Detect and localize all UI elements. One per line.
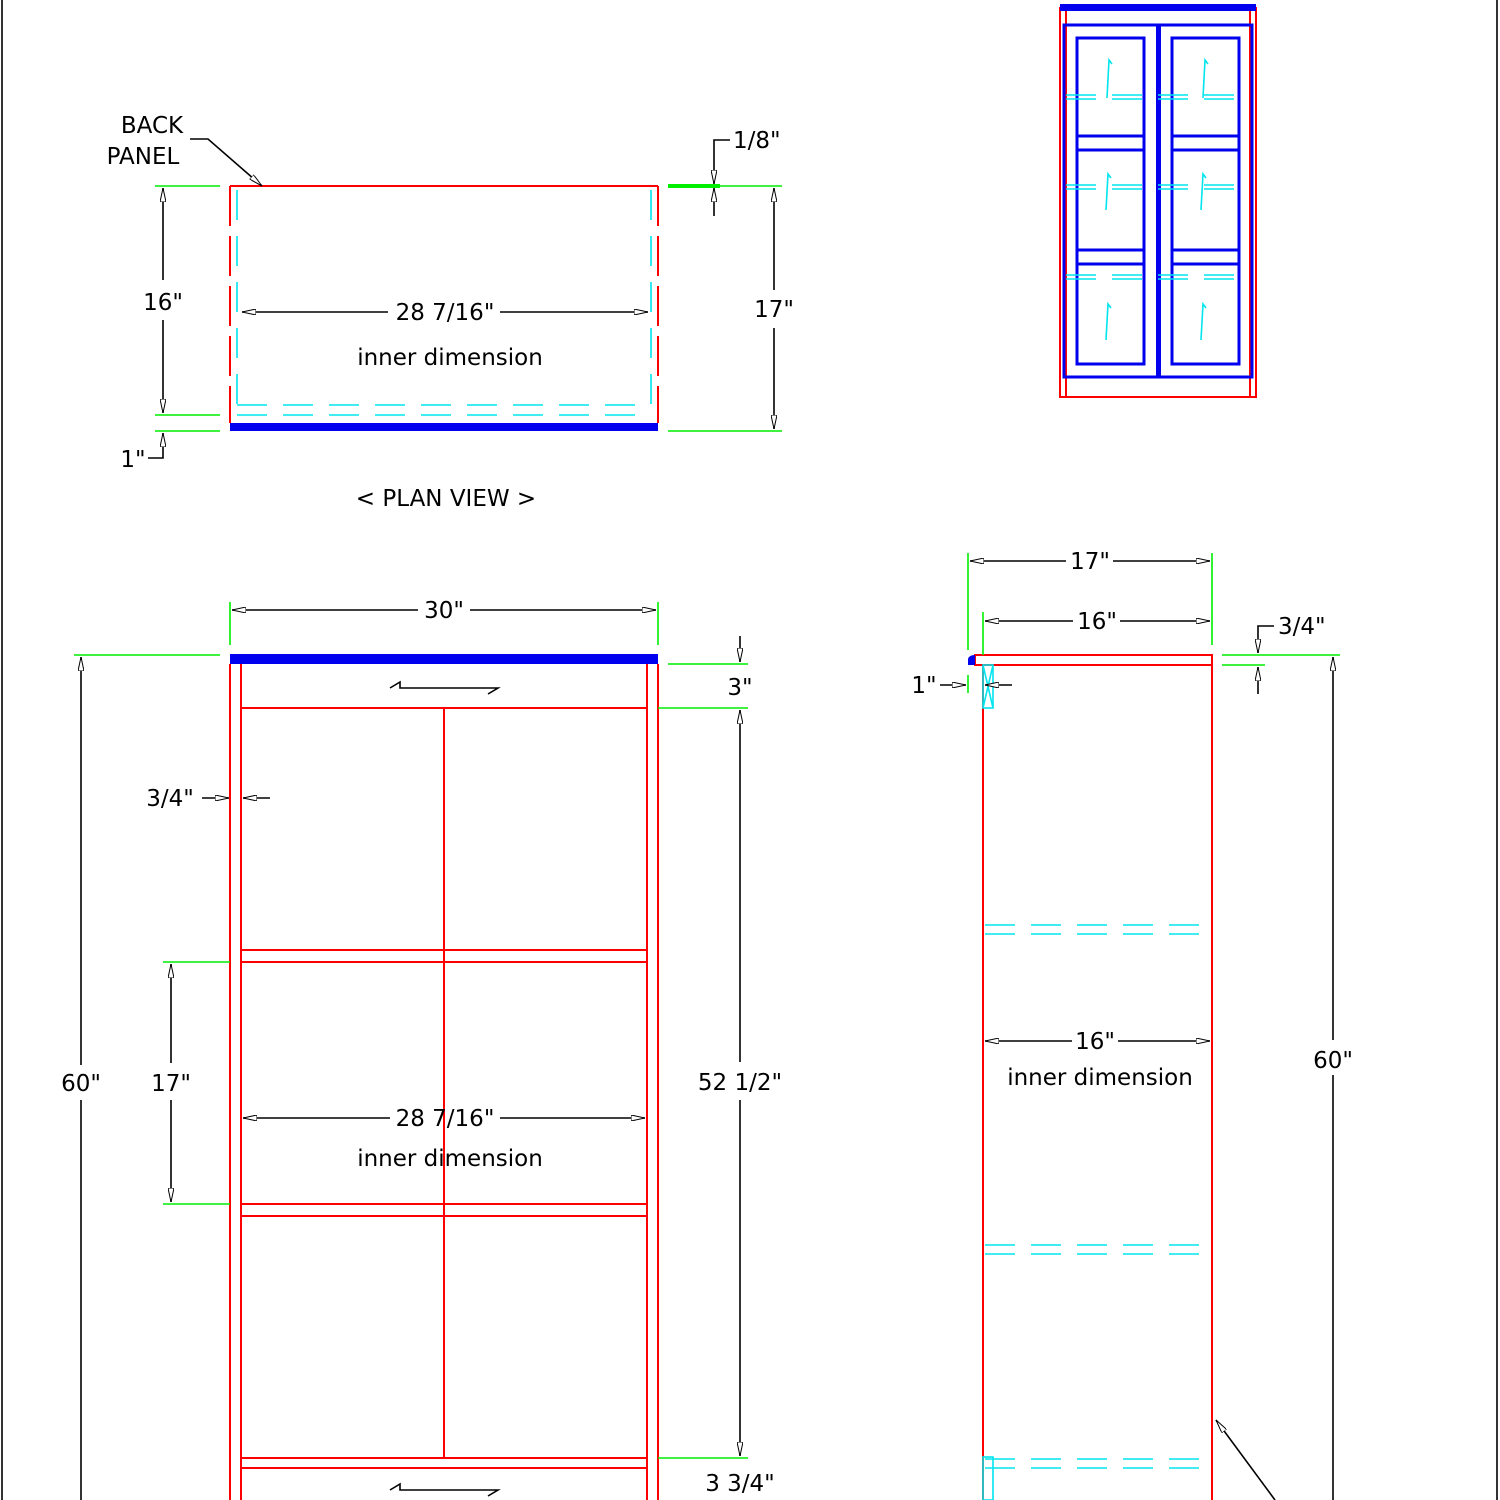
hidden-shelves xyxy=(1066,57,1250,341)
plan-view-title: < PLAN VIEW > xyxy=(356,486,536,512)
hinge-symbol-icon xyxy=(1202,57,1209,99)
dim-inner-width: 28 7/16" xyxy=(396,300,495,326)
dim-inner-depth: 16" xyxy=(1075,1029,1115,1055)
dim-face-frame: 1" xyxy=(911,673,936,699)
top-panel-side xyxy=(974,654,1213,666)
center-stile xyxy=(1156,25,1161,377)
hinge-symbol-icon xyxy=(1105,171,1112,211)
inner-dimension-label: inner dimension xyxy=(357,1146,543,1172)
dim-height: 60" xyxy=(61,1071,101,1097)
dim-top-rail: 3" xyxy=(727,675,752,701)
back-panel-leader xyxy=(1215,1419,1276,1500)
dim-total-depth: 17" xyxy=(1070,549,1110,575)
back-panel-label-line1: BACK xyxy=(121,113,184,139)
dim-arrow xyxy=(1258,625,1274,653)
dim-back-thickness: 1/8" xyxy=(733,128,781,154)
dim-inner-depth: 16" xyxy=(143,290,183,316)
dim-arrow xyxy=(148,433,163,459)
side-elevation: 17" 16" 3/4" 1" 60" 16" inner dimension xyxy=(911,549,1353,1500)
grain-direction-icon xyxy=(389,1482,501,1497)
shelf xyxy=(240,1457,648,1469)
top-panel xyxy=(1060,4,1256,11)
dim-top-thickness: 3/4" xyxy=(1278,614,1326,640)
face-frame-plan xyxy=(230,423,658,431)
plan-view: BACK PANEL 1/8" 16" 1" 17" 28 7/16" inne… xyxy=(107,113,794,512)
door-panel xyxy=(1075,148,1146,252)
door-panel xyxy=(1170,148,1241,252)
inner-dimension-label: inner dimension xyxy=(357,345,543,371)
grain-direction-icon xyxy=(389,680,501,695)
dim-case-depth: 16" xyxy=(1077,609,1117,635)
dim-face-frame: 1" xyxy=(120,447,145,473)
back-panel-leader xyxy=(190,138,263,187)
dim-side-thickness: 3/4" xyxy=(146,786,194,812)
hinge-symbol-icon xyxy=(1200,301,1207,341)
edge-banding xyxy=(968,655,975,665)
dim-inner-width: 28 7/16" xyxy=(396,1106,495,1132)
back-panel-label-line2: PANEL xyxy=(107,144,180,170)
shelf xyxy=(240,1203,648,1217)
hinge-symbol-icon xyxy=(1200,171,1207,211)
face-frame-section xyxy=(982,1456,994,1500)
dim-opening-height: 52 1/2" xyxy=(698,1070,782,1096)
dim-width: 30" xyxy=(424,598,464,624)
dim-height: 60" xyxy=(1313,1048,1353,1074)
shelf xyxy=(240,949,648,963)
top-panel-front xyxy=(230,654,658,664)
door-elevation xyxy=(1059,4,1257,398)
dim-bottom-rail: 3 3/4" xyxy=(705,1471,775,1497)
inner-dimension-label: inner dimension xyxy=(1007,1065,1193,1091)
door-panel xyxy=(1170,36,1241,138)
door-panel xyxy=(1075,36,1146,138)
hinge-symbol-icon xyxy=(1106,57,1113,99)
hinge-symbol-icon xyxy=(1105,301,1112,341)
dim-arrow xyxy=(714,139,730,184)
door-panels xyxy=(1075,36,1241,366)
dim-shelf-spacing: 17" xyxy=(151,1071,191,1097)
dim-total-depth: 17" xyxy=(754,297,794,323)
front-elevation: 30" 60" 3" 52 1/2" 3 3/4" 3/4" 17" 28 7/… xyxy=(61,598,782,1500)
